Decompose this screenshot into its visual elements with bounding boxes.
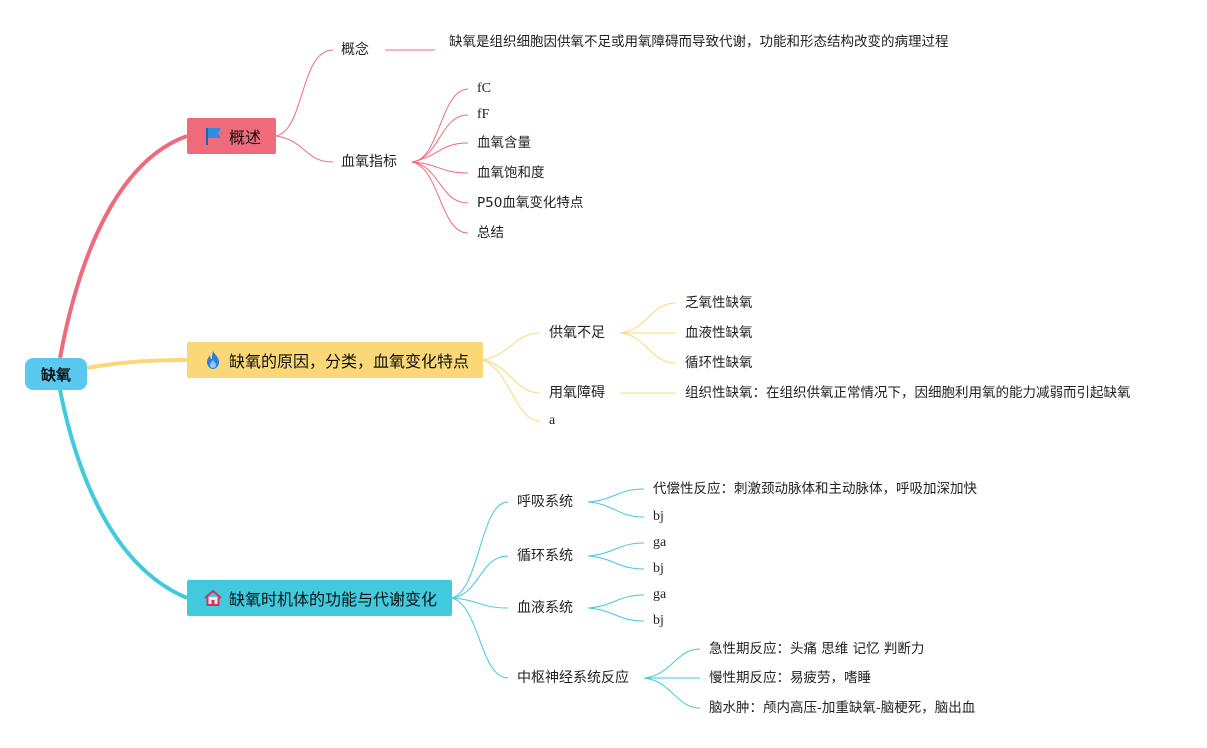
node-concept-definition[interactable]: 缺氧是组织细胞因供氧不足或用氧障碍而导致代谢，功能和形态结构改变的病理过程 [449,34,949,50]
node-hypotonic-hypoxia[interactable]: 乏氧性缺氧 [685,295,753,311]
node-a[interactable]: a [549,413,556,428]
node-circulatory-hypoxia[interactable]: 循环性缺氧 [685,355,753,371]
branch-function-changes[interactable]: 缺氧时机体的功能与代谢变化 [187,580,452,616]
node-insufficient-supply[interactable]: 供氧不足 [549,325,605,341]
node-index-ff[interactable]: fF [477,107,490,122]
node-concept[interactable]: 概念 [341,42,369,58]
node-index-p50[interactable]: P50血氧变化特点 [477,195,584,211]
node-index-oxygen-saturation[interactable]: 血氧饱和度 [477,165,545,181]
node-circ-bj[interactable]: bj [653,561,664,576]
branch-label: 概述 [229,128,262,147]
node-histogenous-hypoxia[interactable]: 组织性缺氧：在组织供氧正常情况下，因细胞利用氧的能力减弱而引起缺氧 [685,385,1131,401]
node-circulatory-system[interactable]: 循环系统 [517,548,573,564]
node-blood-system[interactable]: 血液系统 [517,600,573,616]
fire-icon [207,351,219,369]
node-blood-bj[interactable]: bj [653,613,664,628]
root-node[interactable]: 缺氧 [25,358,87,390]
branch-label: 缺氧的原因，分类，血氧变化特点 [229,352,470,371]
node-hemic-hypoxia[interactable]: 血液性缺氧 [685,325,753,341]
node-index-fc[interactable]: fC [477,81,491,96]
node-blood-oxygen-index[interactable]: 血氧指标 [341,154,397,170]
node-circ-ga[interactable]: ga [653,535,667,550]
branch-causes[interactable]: 缺氧的原因，分类，血氧变化特点 [187,342,483,378]
node-cerebral-edema[interactable]: 脑水肿：颅内高压-加重缺氧-脑梗死，脑出血 [709,700,976,716]
node-resp-bj[interactable]: bj [653,509,664,524]
home-icon [204,590,222,606]
node-utilization-disorder[interactable]: 用氧障碍 [549,385,605,401]
node-index-oxygen-content[interactable]: 血氧含量 [477,135,531,151]
node-cns-response[interactable]: 中枢神经系统反应 [517,670,629,686]
node-blood-ga[interactable]: ga [653,587,667,602]
node-compensatory-response[interactable]: 代偿性反应：刺激颈动脉体和主动脉体，呼吸加深加快 [653,481,977,497]
node-respiratory-system[interactable]: 呼吸系统 [517,494,573,510]
branch-overview[interactable]: 概述 [187,118,276,154]
node-acute-response[interactable]: 急性期反应：头痛 思维 记忆 判断力 [709,641,925,657]
node-chronic-response[interactable]: 慢性期反应：易疲劳，嗜睡 [709,670,871,686]
root-label: 缺氧 [40,365,71,384]
flag-icon [206,128,221,145]
branch-label: 缺氧时机体的功能与代谢变化 [229,590,438,609]
node-index-summary[interactable]: 总结 [477,225,504,241]
